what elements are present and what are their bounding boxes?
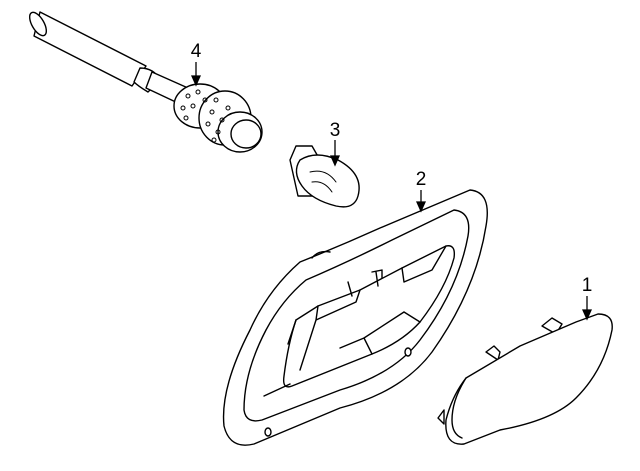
lens-part-1 (438, 314, 612, 444)
lens-face-edge (452, 378, 466, 438)
callout-2: 2 (416, 169, 427, 190)
mount-hole-lower (265, 428, 271, 436)
arrowhead-1 (581, 309, 593, 321)
socket-texture (181, 90, 230, 142)
bezel-clip-top (348, 270, 382, 296)
bezel-opening (284, 246, 455, 387)
bezel-top-tab (312, 252, 330, 258)
bezel-part-2 (224, 190, 488, 445)
bulb-glass (296, 155, 359, 207)
leader-arrows (190, 62, 593, 321)
socket-boss-face (231, 120, 261, 148)
bezel-inner-wall (264, 246, 446, 396)
callout-1: 1 (582, 275, 593, 296)
wire-end-cap (26, 10, 49, 39)
socket-and-wire-part-4 (26, 10, 262, 152)
callout-3: 3 (330, 120, 341, 141)
mount-hole-upper (405, 348, 411, 356)
arrowhead-3 (329, 155, 341, 167)
lens-back-tabs (486, 318, 562, 360)
bulb-part-3 (290, 146, 359, 207)
callout-4: 4 (191, 41, 202, 62)
lens-side-clip (438, 410, 444, 424)
bulb-filament (310, 171, 336, 192)
arrowhead-2 (415, 201, 427, 213)
arrowhead-4 (190, 75, 202, 87)
wire-sleeve (34, 12, 146, 86)
lens-body (446, 314, 612, 444)
